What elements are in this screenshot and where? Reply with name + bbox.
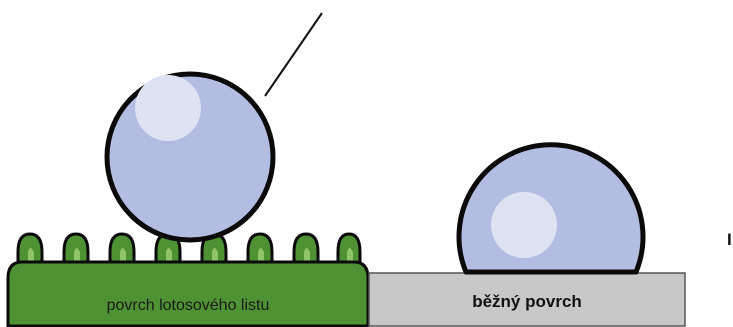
contact-angle-line bbox=[265, 13, 322, 96]
droplet-lotus bbox=[107, 74, 273, 240]
droplet-common bbox=[459, 145, 643, 272]
edge-cut-text: I bbox=[727, 230, 732, 250]
lotus-surface-label: povrch lotosového listu bbox=[8, 297, 368, 315]
common-surface-label: běžný povrch bbox=[371, 292, 683, 312]
lotus-surface-base bbox=[8, 262, 368, 326]
